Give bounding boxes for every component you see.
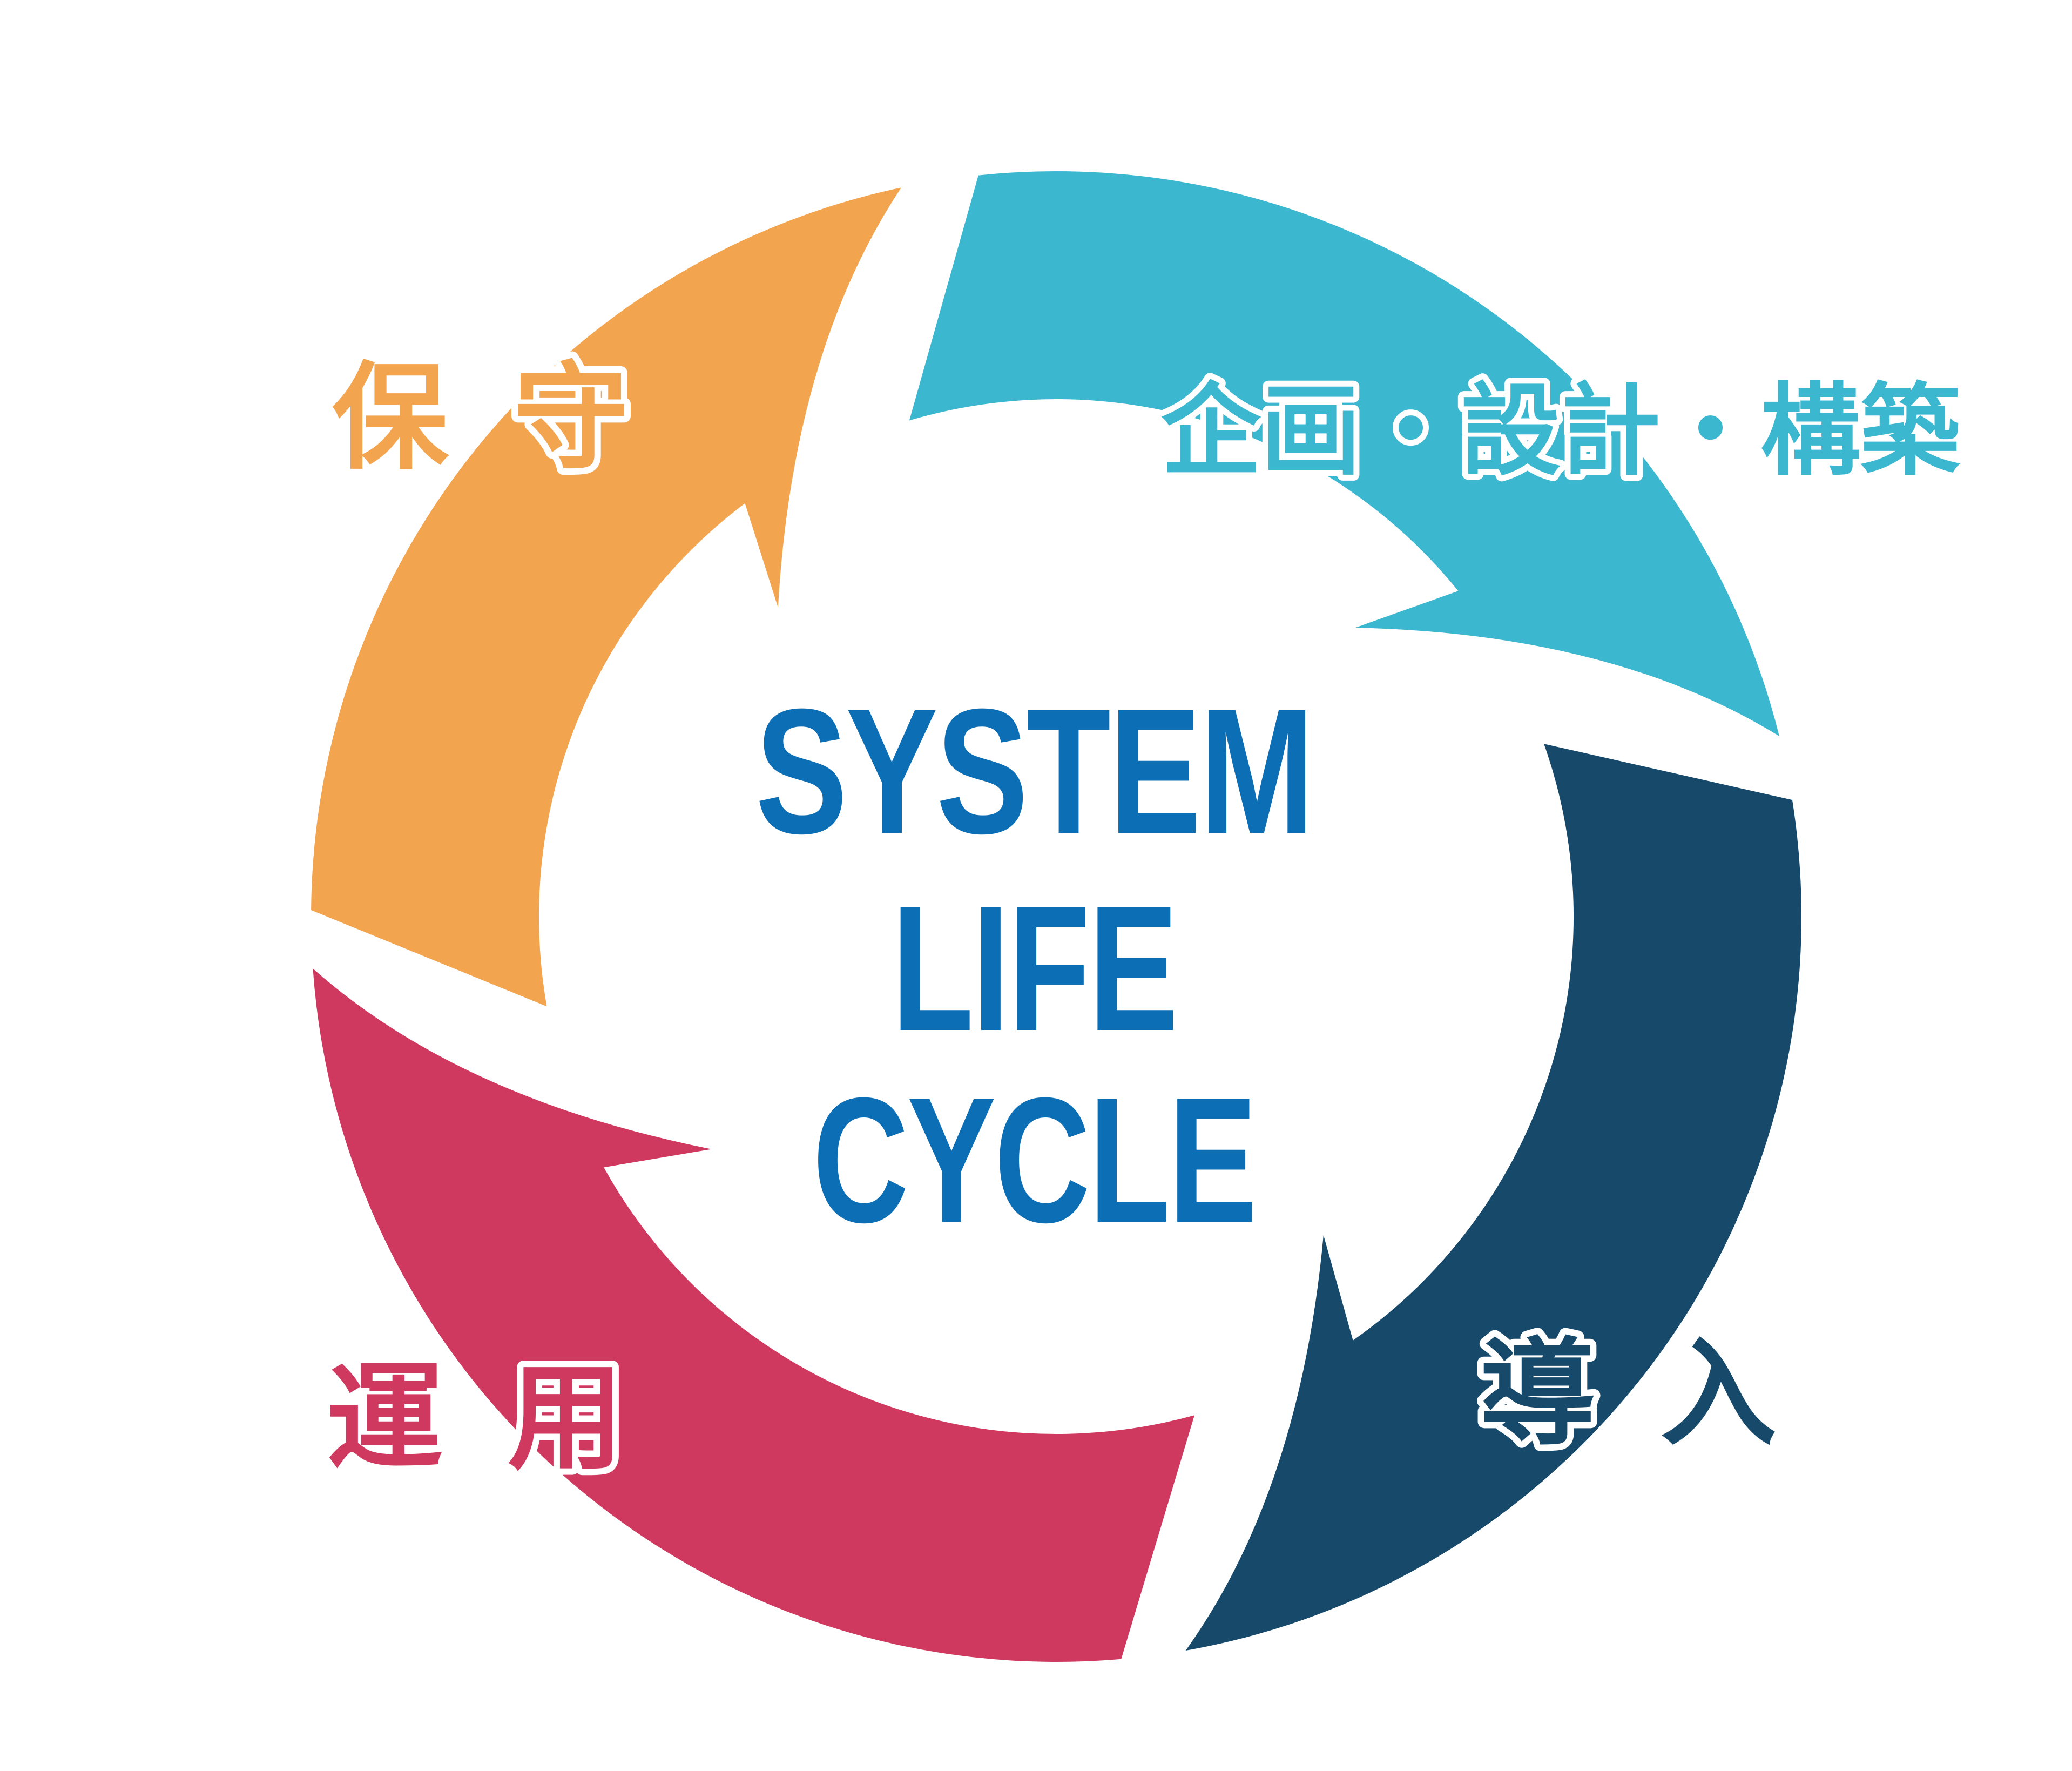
segment-operation-label: 運 用	[327, 1353, 640, 1483]
center-title-line-1: SYSTEM	[755, 671, 1313, 871]
segment-maintenance-arrow	[311, 187, 902, 1007]
center-title: SYSTEM LIFE CYCLE	[755, 671, 1315, 1260]
segment-deployment-label: 導 入	[1480, 1329, 1793, 1459]
segment-operation-arrow	[313, 968, 1194, 1662]
segment-maintenance-label: 保 守	[332, 353, 645, 483]
center-title-line-3: CYCLE	[813, 1060, 1256, 1260]
segment-deployment-arrow	[1185, 744, 1801, 1651]
center-title-line-2: LIFE	[892, 868, 1177, 1068]
segment-planning-design-build-arrow	[909, 171, 1779, 737]
segment-planning-design-build-label: 企画・設計・構築	[1161, 376, 1961, 487]
